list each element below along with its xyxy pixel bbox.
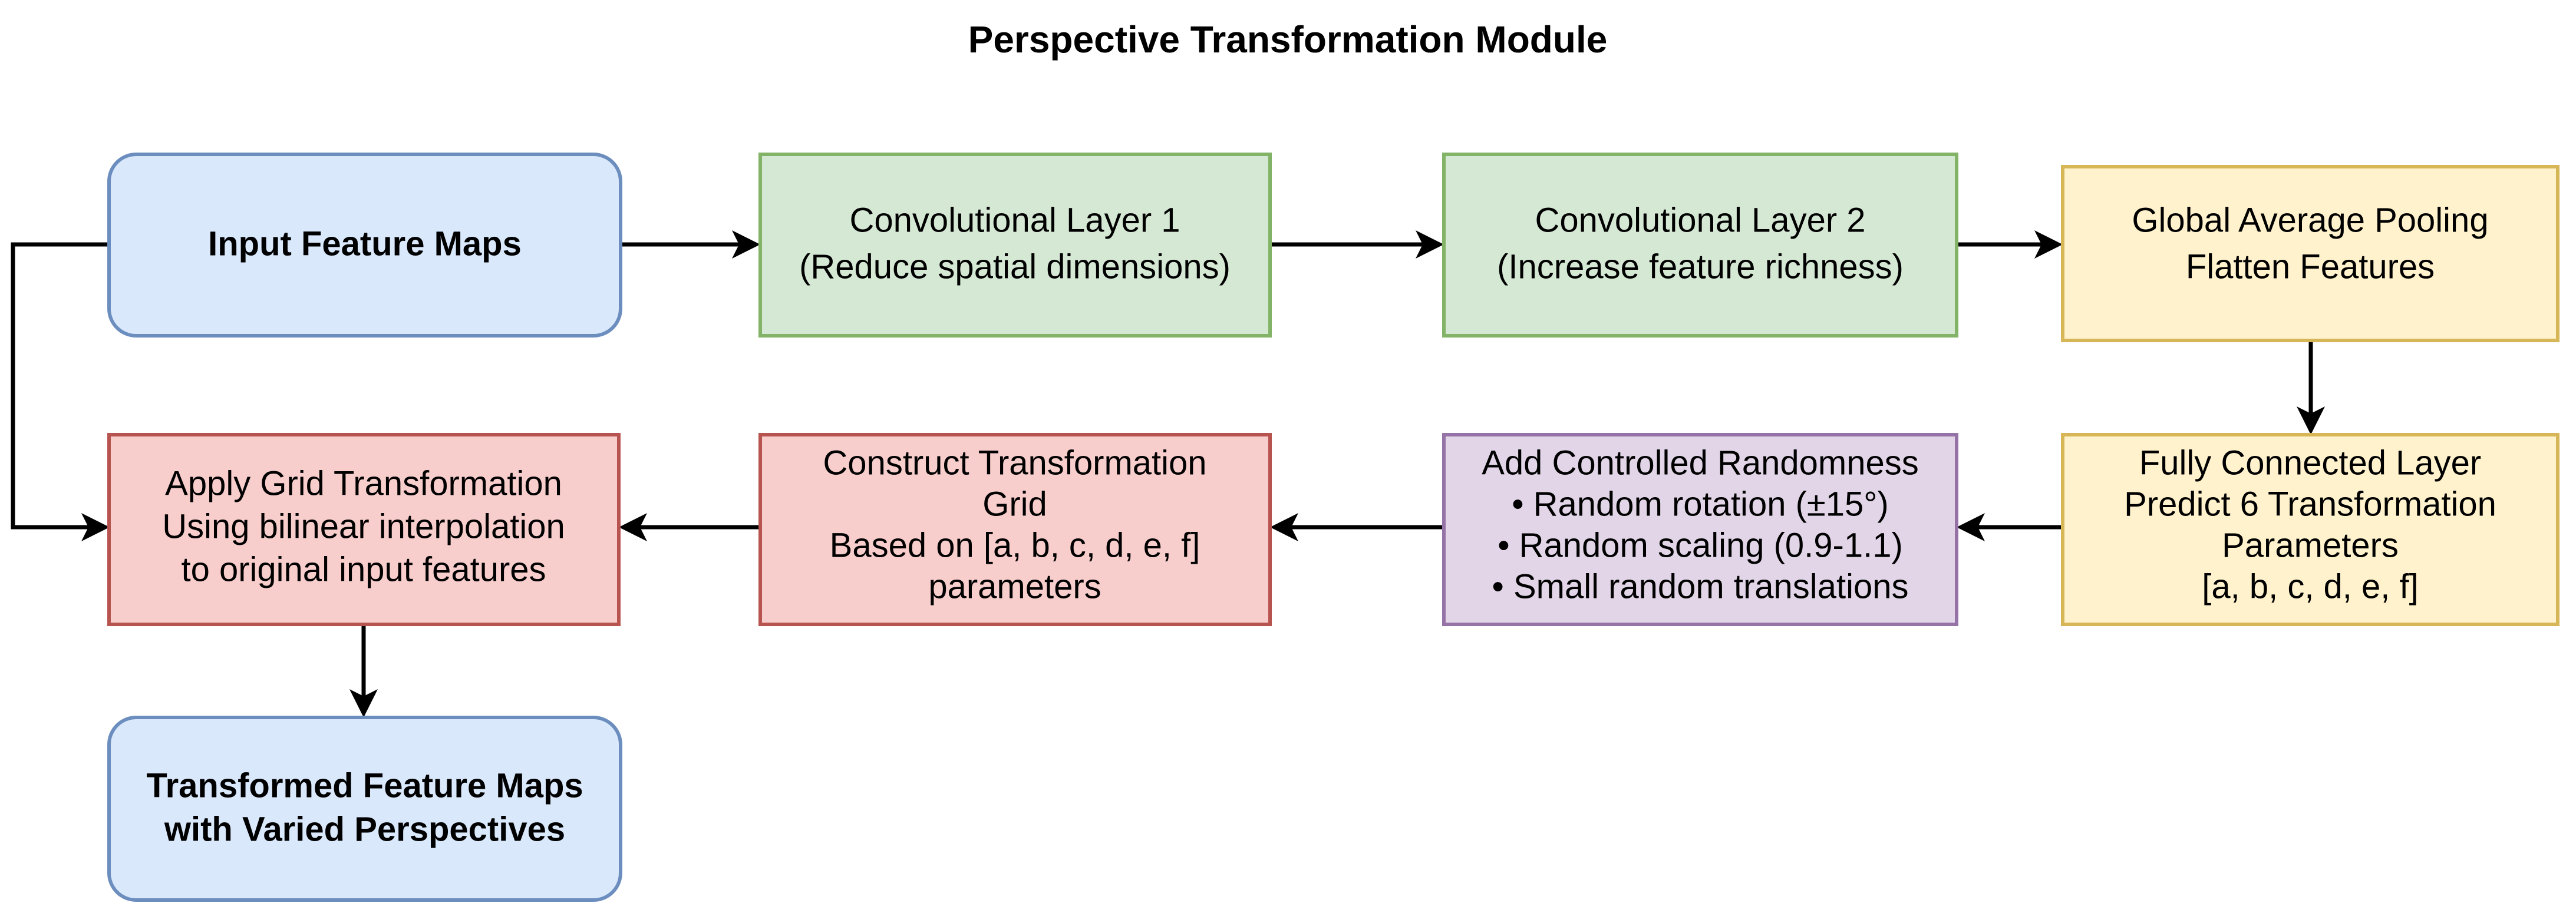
node-fully-connected-layer-line-2: Parameters [2222,526,2399,564]
node-add-controlled-randomness-shape[interactable] [1442,433,1958,626]
node-add-controlled-randomness-line-2: • Random scaling (0.9-1.1) [1498,526,1903,564]
node-conv-layer-2-line-1: (Increase feature richness) [1497,247,1904,286]
node-conv-layer-1-shape[interactable] [758,153,1272,338]
node-conv-layer-1[interactable]: Convolutional Layer 1 (Reduce spatial di… [758,153,1272,338]
edge-conv2-to-gap [1957,230,2063,259]
node-add-controlled-randomness[interactable]: Add Controlled Randomness • Random rotat… [1442,433,1958,626]
nodes-layer: Input Feature Maps Convolutional Layer 1… [107,153,2559,902]
edge-grid-to-apply [619,513,760,541]
edge-fc-to-randomness [1957,513,2063,541]
edge-input-loop-to-apply [11,242,110,541]
node-construct-transformation-grid[interactable]: Construct Transformation Grid Based on [… [758,433,1272,626]
node-transformed-feature-maps-line-1: with Varied Perspectives [164,810,565,848]
node-construct-transformation-grid-line-2: Based on [a, b, c, d, e, f] [830,526,1200,564]
node-input-feature-maps-line-0: Input Feature Maps [208,224,522,263]
edge-gap-to-fc [2297,340,2325,435]
node-conv-layer-1-line-0: Convolutional Layer 1 [849,201,1180,239]
node-fully-connected-layer-line-0: Fully Connected Layer [2139,444,2481,482]
node-global-average-pooling-shape[interactable] [2061,165,2559,342]
node-global-average-pooling-line-0: Global Average Pooling [2132,201,2488,239]
node-transformed-feature-maps-line-0: Transformed Feature Maps [146,766,583,805]
node-apply-grid-transformation[interactable]: Apply Grid Transformation Using bilinear… [107,433,621,626]
node-construct-transformation-grid-line-0: Construct Transformation [823,444,1206,482]
node-construct-transformation-grid-line-1: Grid [982,485,1047,523]
node-transformed-feature-maps-shape[interactable] [107,716,622,902]
node-apply-grid-transformation-line-2: to original input features [181,550,546,588]
node-add-controlled-randomness-line-3: • Small random translations [1492,567,1909,606]
node-conv-layer-2-shape[interactable] [1442,153,1958,338]
node-add-controlled-randomness-line-0: Add Controlled Randomness [1482,444,1919,482]
node-construct-transformation-grid-line-3: parameters [928,567,1101,606]
edge-randomness-to-grid [1270,513,1444,541]
edge-apply-to-transformed [349,624,378,717]
node-global-average-pooling-line-1: Flatten Features [2186,247,2435,286]
node-fully-connected-layer[interactable]: Fully Connected Layer Predict 6 Transfor… [2061,433,2559,626]
node-add-controlled-randomness-line-1: • Random rotation (±15°) [1512,485,1889,523]
edge-input-to-conv1 [621,230,760,259]
node-conv-layer-1-line-1: (Reduce spatial dimensions) [799,247,1231,286]
node-fully-connected-layer-shape[interactable] [2061,433,2559,626]
node-input-feature-maps[interactable]: Input Feature Maps [107,153,622,338]
edges-layer [11,230,2325,717]
edge-conv1-to-conv2 [1270,230,1444,259]
node-transformed-feature-maps[interactable]: Transformed Feature Maps with Varied Per… [107,716,622,902]
node-apply-grid-transformation-line-1: Using bilinear interpolation [162,507,565,545]
node-conv-layer-2-line-0: Convolutional Layer 2 [1535,201,1865,239]
node-fully-connected-layer-line-1: Predict 6 Transformation [2124,485,2496,523]
node-apply-grid-transformation-line-0: Apply Grid Transformation [165,464,562,502]
node-conv-layer-2[interactable]: Convolutional Layer 2 (Increase feature … [1442,153,1958,338]
page-title: Perspective Transformation Module [968,18,1608,61]
node-fully-connected-layer-line-3: [a, b, c, d, e, f] [2202,567,2419,606]
node-input-feature-maps-shape[interactable] [107,153,622,338]
node-apply-grid-transformation-shape[interactable] [107,433,621,626]
node-global-average-pooling[interactable]: Global Average Pooling Flatten Features [2061,165,2559,342]
node-construct-transformation-grid-shape[interactable] [758,433,1272,626]
